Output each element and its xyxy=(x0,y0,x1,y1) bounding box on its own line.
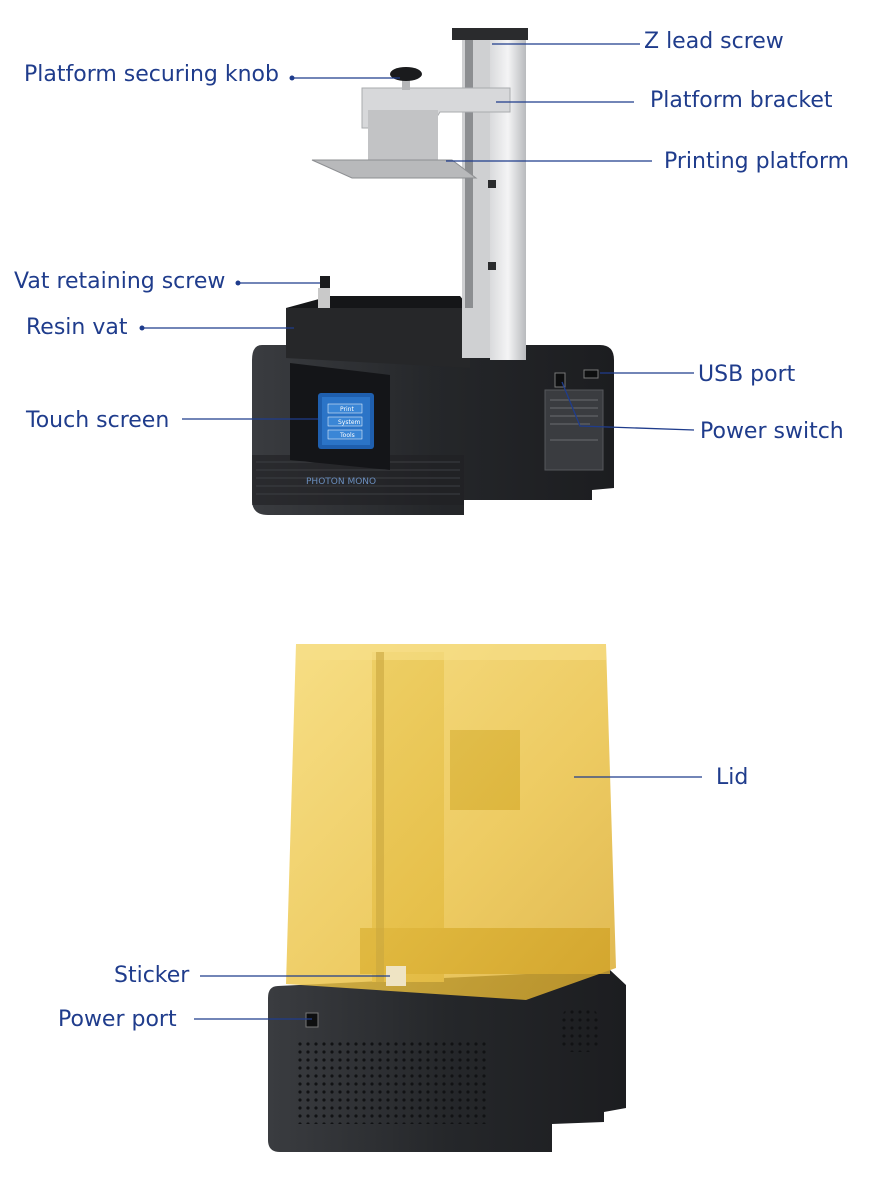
label-sticker: Sticker xyxy=(114,963,190,988)
label-resin-vat: Resin vat xyxy=(26,315,128,340)
label-touch-screen: Touch screen xyxy=(26,408,170,433)
label-platform-bracket: Platform bracket xyxy=(650,88,833,113)
sticker-mark xyxy=(386,966,406,986)
spec-sticker xyxy=(544,389,604,471)
label-platform-securing-knob: Platform securing knob xyxy=(24,62,279,87)
screen-menu-tools: Tools xyxy=(339,432,355,439)
top-printer: Print System Tools PHOTON MONO xyxy=(252,28,614,515)
vent-grille-front xyxy=(296,1040,486,1124)
resin-vat-shape xyxy=(286,308,470,368)
usb-port-socket xyxy=(583,369,599,379)
power-port-socket xyxy=(305,1012,319,1028)
printing-platform-plate xyxy=(311,159,478,179)
label-usb-port: USB port xyxy=(698,362,796,387)
label-lid: Lid xyxy=(716,765,749,790)
label-vat-retaining-screw: Vat retaining screw xyxy=(14,269,226,294)
label-power-switch: Power switch xyxy=(700,419,844,444)
label-z-lead-screw: Z lead screw xyxy=(644,29,784,54)
label-printing-platform: Printing platform xyxy=(664,149,850,174)
securing-knob xyxy=(390,67,422,81)
screen-menu-system: System xyxy=(338,419,361,426)
bottom-leader-lines xyxy=(194,776,702,1020)
z-column xyxy=(490,38,526,360)
vent-grille-side xyxy=(562,1008,598,1052)
power-switch-socket xyxy=(554,372,566,388)
bottom-printer xyxy=(268,644,626,1152)
label-power-port: Power port xyxy=(58,1007,177,1032)
top-leader-lines xyxy=(140,43,695,431)
vat-screw-knob xyxy=(320,276,330,288)
screen-menu-print: Print xyxy=(340,406,354,413)
brand-logo: PHOTON MONO xyxy=(306,477,376,487)
lid-shape xyxy=(286,644,616,1000)
screen-menu: Print System Tools xyxy=(327,403,363,440)
